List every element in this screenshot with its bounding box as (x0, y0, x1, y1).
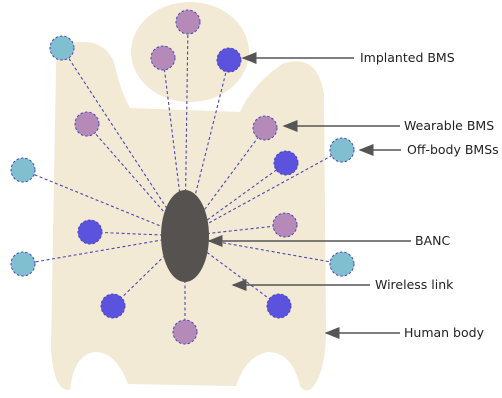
implanted-bms-node (78, 220, 102, 244)
wearable-bms-node (75, 112, 99, 136)
banc-node (161, 190, 209, 282)
implanted-bms-node (217, 48, 241, 72)
wearable-bms-node (253, 116, 277, 140)
label-offbody-bms: Off-body BMSs (407, 144, 499, 157)
implanted-bms-node (101, 294, 125, 318)
offbody-bms-node (330, 252, 354, 276)
label-human-body: Human body (404, 327, 484, 340)
implanted-bms-node (267, 294, 291, 318)
wearable-bms-node (273, 213, 297, 237)
wearable-bms-node (151, 46, 175, 70)
wearable-bms-node (173, 320, 197, 344)
label-banc: BANC (415, 235, 450, 248)
offbody-bms-node (11, 158, 35, 182)
wearable-bms-node (176, 10, 200, 34)
label-wearable-bms: Wearable BMS (404, 120, 494, 133)
offbody-bms-node (330, 138, 354, 162)
offbody-bms-node (50, 36, 74, 60)
offbody-bms-node (11, 252, 35, 276)
label-wireless-link: Wireless link (375, 279, 453, 292)
implanted-bms-node (274, 151, 298, 175)
label-implanted-bms: Implanted BMS (360, 52, 455, 65)
